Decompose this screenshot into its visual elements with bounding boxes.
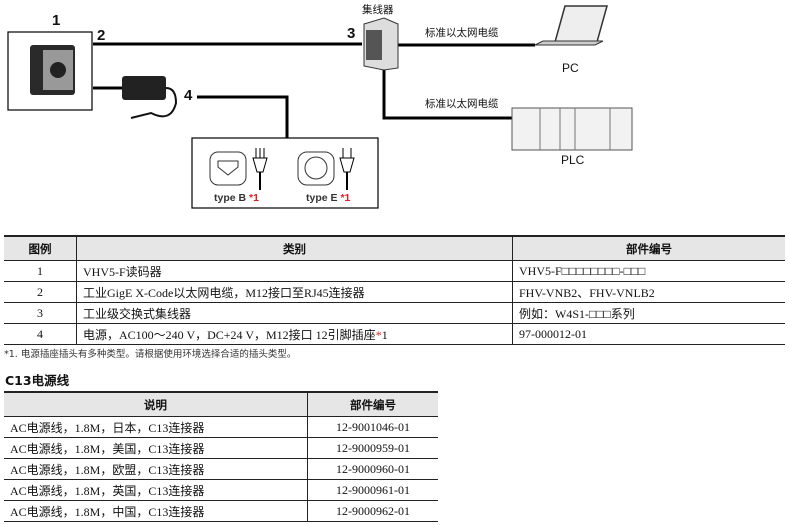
system-diagram (7, 5, 633, 209)
plug-type-b-text: type B (214, 192, 250, 204)
row-part: 12-9000959-01 (307, 437, 438, 459)
cable-pc-label: 标准以太网电缆 (425, 27, 499, 39)
row-part: 12-9000961-01 (307, 479, 438, 501)
row-part: 97-000012-01 (512, 323, 785, 345)
plug-note: *1 (249, 192, 259, 204)
row-no: 4 (4, 323, 77, 345)
row-no: 3 (4, 302, 77, 324)
hub-label: 集线器 (362, 4, 394, 16)
footnote: *1. 电源插座插头有多种类型。请根据使用环境选择合适的插头类型。 (4, 349, 297, 360)
col-part-number: 部件编号 (307, 391, 438, 417)
power-adapter-image (122, 76, 178, 119)
row-part: 例如：W4S1-□□□系列 (512, 302, 785, 324)
col-legend: 图例 (4, 235, 77, 261)
row-desc: 电源，AC100～240 V，DC+24 V，M12接口 12引脚插座*1 (76, 323, 513, 345)
plug-types-box (191, 137, 379, 209)
callout-3: 3 (347, 25, 356, 42)
row-desc: AC电源线，1.8M，美国，C13连接器 (4, 437, 308, 459)
table-header: 图例类别部件编号 (4, 235, 785, 261)
plug-type-b-label: type B *1 (214, 192, 259, 204)
row-part: 12-9001046-01 (307, 416, 438, 438)
callout-4: 4 (184, 87, 193, 104)
row-desc-text: 电源，AC100～240 V，DC+24 V，M12接口 12引脚插座 (83, 327, 376, 342)
row-desc: AC电源线，1.8M，中国，C13连接器 (4, 500, 308, 522)
col-description: 说明 (4, 391, 308, 417)
row-desc: 工业级交换式集线器 (76, 302, 513, 324)
callout-1: 1 (52, 12, 61, 29)
table-header: 说明部件编号 (4, 391, 438, 417)
row-desc: AC电源线，1.8M，欧盟，C13连接器 (4, 458, 308, 480)
row-desc: 工业GigE X-Code以太网电缆，M12接口至RJ45连接器 (76, 281, 513, 303)
plc-image (511, 107, 633, 151)
row-no: 1 (4, 260, 77, 282)
cable-plc-label: 标准以太网电缆 (425, 98, 499, 110)
code-reader-image (7, 31, 93, 111)
plug-type-e-text: type E (306, 192, 341, 204)
row-desc: AC电源线，1.8M，日本，C13连接器 (4, 416, 308, 438)
plug-type-e-label: type E *1 (306, 192, 350, 204)
row-part: VHV5-F□□□□□□□□-□□□ (512, 260, 785, 282)
section-title: C13电源线 (5, 373, 70, 388)
row-part: FHV-VNB2、FHV-VNLB2 (512, 281, 785, 303)
row-part: 12-9000962-01 (307, 500, 438, 522)
row-no: 2 (4, 281, 77, 303)
plug-note: *1 (340, 192, 351, 204)
plc-label: PLC (561, 153, 585, 167)
row-desc: VHV5-F读码器 (76, 260, 513, 282)
footnote-num: 1 (381, 327, 388, 342)
col-part-number: 部件编号 (512, 235, 785, 261)
hub-image (363, 17, 399, 71)
row-desc: AC电源线，1.8M，英国，C13连接器 (4, 479, 308, 501)
callout-2: 2 (97, 27, 106, 44)
col-category: 类别 (76, 235, 513, 261)
footnote-mark: * (375, 327, 382, 342)
row-part: 12-9000960-01 (307, 458, 438, 480)
cables (93, 42, 535, 138)
pc-label: PC (562, 61, 579, 75)
laptop-image (534, 5, 608, 46)
